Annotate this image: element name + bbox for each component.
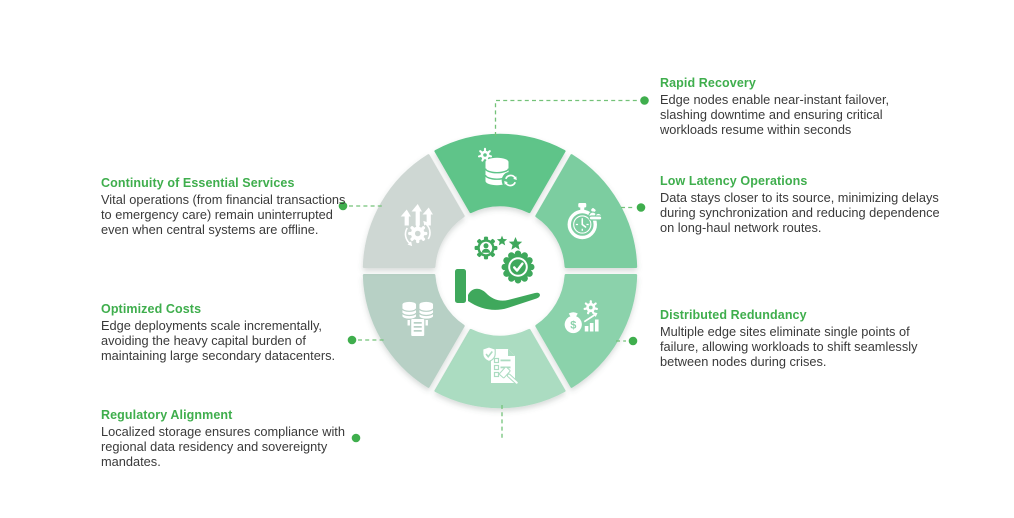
label-desc-continuity-essential-services: Vital operations (from financial transac… bbox=[101, 192, 346, 237]
hand-holding-quality-badge-icon bbox=[455, 235, 540, 310]
label-desc-optimized-costs: Edge deployments scale incrementally, av… bbox=[101, 318, 336, 363]
connector-dot-rapid-recovery bbox=[640, 96, 649, 105]
connector-rapid-recovery bbox=[494, 99, 638, 136]
scalability-arrows-icon bbox=[400, 204, 433, 247]
label-desc-rapid-recovery: Edge nodes enable near-instant failover,… bbox=[660, 92, 890, 137]
server-stack-icon bbox=[401, 301, 434, 336]
label-desc-low-latency-operations: Data stays closer to its source, minimiz… bbox=[660, 190, 940, 235]
connector-dot-low-latency-operations bbox=[636, 203, 646, 212]
stopwatch-cloud-icon bbox=[567, 203, 603, 240]
label-title-optimized-costs: Optimized Costs bbox=[101, 302, 202, 316]
label-low-latency-operations: Low Latency Operations Data stays closer… bbox=[660, 174, 990, 235]
label-title-rapid-recovery: Rapid Recovery bbox=[660, 76, 756, 90]
label-rapid-recovery: Rapid Recovery Edge nodes enable near-in… bbox=[660, 76, 990, 137]
label-title-regulatory-alignment: Regulatory Alignment bbox=[101, 408, 233, 422]
label-title-continuity-essential-services: Continuity of Essential Services bbox=[101, 176, 295, 190]
connector-dot-optimized-costs bbox=[347, 335, 357, 345]
label-title-low-latency-operations: Low Latency Operations bbox=[660, 174, 808, 188]
finance-growth-icon: $ bbox=[564, 300, 599, 334]
svg-text:$: $ bbox=[570, 320, 576, 332]
connector-dot-distributed-redundancy bbox=[628, 336, 638, 346]
label-desc-distributed-redundancy: Multiple edge sites eliminate single poi… bbox=[660, 324, 918, 369]
connector-dot-regulatory-alignment bbox=[351, 433, 361, 443]
label-desc-regulatory-alignment: Localized storage ensures compliance wit… bbox=[101, 424, 345, 469]
label-continuity-essential-services: Continuity of Essential Services Vital o… bbox=[101, 176, 371, 237]
compliance-gavel-icon bbox=[482, 346, 519, 385]
database-sync-icon bbox=[477, 147, 520, 190]
label-regulatory-alignment: Regulatory Alignment Localized storage e… bbox=[101, 408, 371, 469]
connector-dot-continuity-essential-services bbox=[338, 201, 348, 211]
label-optimized-costs: Optimized Costs Edge deployments scale i… bbox=[101, 302, 371, 363]
label-title-distributed-redundancy: Distributed Redundancy bbox=[660, 308, 807, 322]
label-distributed-redundancy: Distributed Redundancy Multiple edge sit… bbox=[660, 308, 990, 369]
